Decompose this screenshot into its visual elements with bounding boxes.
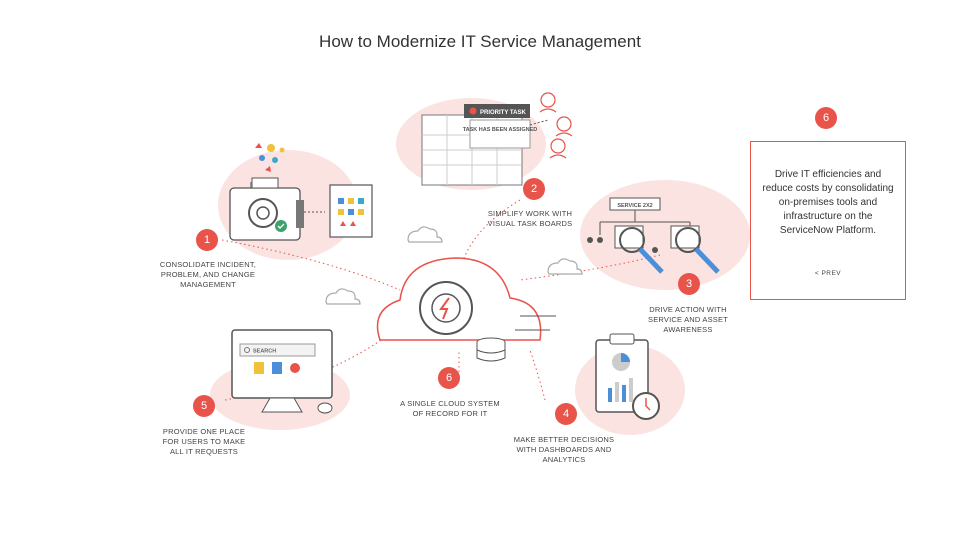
connector-1 <box>221 239 401 291</box>
step-4-label: MAKE BETTER DECISIONS WITH DASHBOARDS AN… <box>513 435 615 464</box>
step-6-badge[interactable]: 6 <box>438 367 460 389</box>
step-3-badge[interactable]: 3 <box>678 273 700 295</box>
step-2-label: SIMPLIFY WORK WITH VISUAL TASK BOARDS <box>487 209 573 228</box>
step-5-badge[interactable]: 5 <box>193 395 215 417</box>
step-2-badge[interactable]: 2 <box>523 178 545 200</box>
step-1-badge[interactable]: 1 <box>196 229 218 251</box>
small-cloud-icons <box>325 226 583 305</box>
step-6-label: A SINGLE CLOUD SYSTEM OF RECORD FOR IT <box>400 399 500 418</box>
info-panel: Drive IT efficiencies and reduce costs b… <box>750 141 906 300</box>
central-cloud-icon <box>376 257 556 362</box>
panel-badge: 6 <box>815 107 837 129</box>
service-map-icon: SERVICE 2X2 <box>587 197 720 274</box>
blob-step-3 <box>580 180 750 290</box>
document-grid-icon <box>329 184 373 238</box>
step-3-label: DRIVE ACTION WITH SERVICE AND ASSET AWAR… <box>648 305 728 334</box>
monitor-portal-icon: SEARCH <box>231 329 333 414</box>
connector-4 <box>529 349 546 401</box>
step-1-label: CONSOLIDATE INCIDENT, PROBLEM, AND CHANG… <box>159 260 257 289</box>
task-board-icon: PRIORITY TASK TASK HAS BEEN ASSIGNED <box>421 104 538 186</box>
prev-button[interactable]: < PREV <box>814 270 842 277</box>
user-avatars-icon <box>539 92 573 159</box>
step-4-badge[interactable]: 4 <box>555 403 577 425</box>
portal-search-label: SEARCH <box>253 349 276 355</box>
scattered-shapes-icon <box>255 143 285 172</box>
task-board-header: PRIORITY TASK <box>480 110 526 116</box>
service-map-tag: SERVICE 2X2 <box>617 203 652 209</box>
info-panel-text: Drive IT efficiencies and reduce costs b… <box>762 169 894 236</box>
step-5-label: PROVIDE ONE PLACE FOR USERS TO MAKE ALL … <box>162 427 246 456</box>
analytics-clipboard-icon <box>595 333 660 420</box>
page-title: How to Modernize IT Service Management <box>319 32 641 51</box>
gear-box-icon <box>229 177 304 241</box>
connector-3 <box>519 254 661 281</box>
task-board-note: TASK HAS BEEN ASSIGNED <box>463 127 538 133</box>
